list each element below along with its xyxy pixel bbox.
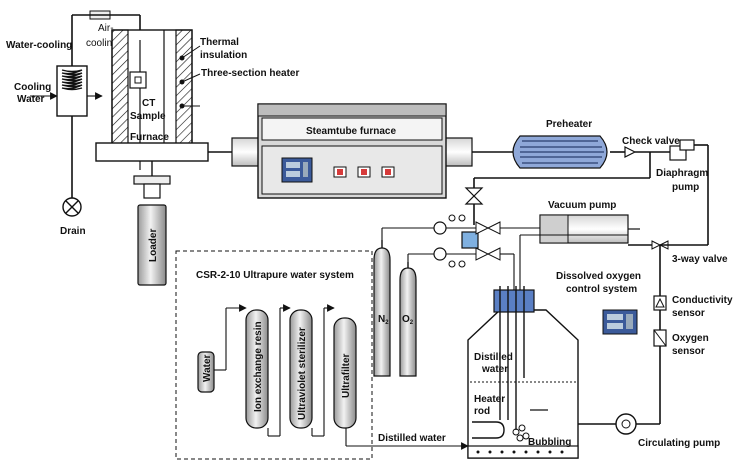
conductivity-sensor-line1: Conductivity <box>672 295 733 306</box>
n2-label: N2 <box>378 314 389 326</box>
diaphragm-pump-label: Diaphragm pump <box>656 168 711 193</box>
mixing-chamber <box>461 231 479 249</box>
uv-sterilizer-label: Ultraviolet sterilizer <box>297 327 308 420</box>
heater-rod-label: Heater rod <box>474 394 508 417</box>
thermal-insulation-line1: Thermal <box>200 37 239 48</box>
bubbling-label: Bubbling <box>528 437 571 448</box>
o2-label: O2 <box>402 314 414 326</box>
cooling-water-line2: Water <box>17 94 45 105</box>
thermal-insulation-line2: insulation <box>200 50 247 61</box>
distilled-water-line-label: Distilled water <box>378 433 446 444</box>
vertical-furnace <box>95 29 209 170</box>
uv-sterilizer-column <box>289 309 313 429</box>
n2-subscript: 2 <box>385 320 389 326</box>
oxygen-sensor-line1: Oxygen <box>672 333 709 344</box>
oxygen-sensor-label: Oxygen sensor <box>672 333 711 357</box>
o2-cylinder <box>399 262 417 377</box>
cooling-water-line1: Cooling <box>14 82 51 93</box>
air-cooling-label: Air- cooling <box>86 23 118 49</box>
diaphragm-pump <box>669 139 709 245</box>
check-valve-icon <box>624 146 637 158</box>
dissolved-oxygen-line2: control system <box>566 284 637 295</box>
valve-icon <box>464 187 484 197</box>
cooling-water-label: Cooling Water <box>14 82 54 105</box>
ultrapure-components <box>197 304 469 450</box>
air-cooling-line1: Air- <box>98 23 114 34</box>
heater-rod-line1: Heater <box>474 394 505 405</box>
furnace-base <box>95 142 209 162</box>
distilled-water-tank-label: Distilled water <box>474 352 516 375</box>
ct-label: CT <box>142 98 155 109</box>
n2-cylinder <box>373 240 391 377</box>
diaphragm-pump-line2: pump <box>672 182 699 193</box>
sample-label: Sample <box>130 111 166 122</box>
loader-label: Loader <box>148 229 159 262</box>
furnace-label: Furnace <box>130 132 169 143</box>
ultrafilter-column <box>333 317 357 429</box>
circulating-pump-label: Circulating pump <box>638 438 720 449</box>
steamtube-furnace-label: Steamtube furnace <box>306 126 396 137</box>
ion-exchange-column <box>245 309 269 429</box>
furnace-insulation-right <box>175 29 193 149</box>
preheater-label: Preheater <box>546 119 592 130</box>
three-way-valve <box>628 240 708 296</box>
cooling-section <box>30 10 141 217</box>
vacuum-pump-label: Vacuum pump <box>548 200 616 211</box>
water-source-icon <box>197 351 215 393</box>
air-cooling-line2: cooling <box>86 38 118 49</box>
n2-text: N <box>378 314 385 325</box>
dissolved-oxygen-label: Dissolved oxygen control system <box>556 271 644 295</box>
furnace-insulation-left <box>111 29 129 149</box>
heater-rod-line2: rod <box>474 406 490 417</box>
preheater <box>512 135 608 169</box>
oxygen-sensor-line2: sensor <box>672 346 705 357</box>
water-cooling-label: Water-cooling <box>6 40 72 51</box>
distilled-water-tank <box>467 286 579 459</box>
check-valve-label: Check valve <box>622 136 680 147</box>
gas-valve-assembly <box>381 214 628 290</box>
steamtube-furnace <box>231 103 473 199</box>
o2-text: O <box>402 314 410 325</box>
oxygen-controller <box>602 309 638 335</box>
conductivity-sensor-line2: sensor <box>672 308 705 319</box>
vacuum-pump <box>539 214 640 244</box>
ion-exchange-label: Ion exchange resin <box>253 321 264 412</box>
three-way-valve-label: 3-way valve <box>672 254 728 265</box>
drain-label: Drain <box>60 226 86 237</box>
loader-cylinder <box>137 204 167 286</box>
distilled-water-tank-line1: Distilled <box>474 352 513 363</box>
loader <box>133 161 171 286</box>
ultrapure-system-label: CSR-2-10 Ultrapure water system <box>196 270 354 281</box>
heater-rod-icon <box>472 421 505 439</box>
o2-subscript: 2 <box>410 320 414 326</box>
ultrapure-system-box <box>175 250 373 460</box>
water-source-label: Water <box>202 354 213 382</box>
diaphragm-pump-line1: Diaphragm <box>656 168 708 179</box>
ultrafilter-label: Ultrafilter <box>341 353 352 398</box>
conductivity-sensor-label: Conductivity sensor <box>672 295 735 319</box>
thermal-insulation-label: Thermal insulation <box>200 37 247 61</box>
three-section-heater-label: Three-section heater <box>201 68 299 79</box>
distilled-water-tank-line2: water <box>481 364 508 375</box>
dissolved-oxygen-line1: Dissolved oxygen <box>556 271 641 282</box>
